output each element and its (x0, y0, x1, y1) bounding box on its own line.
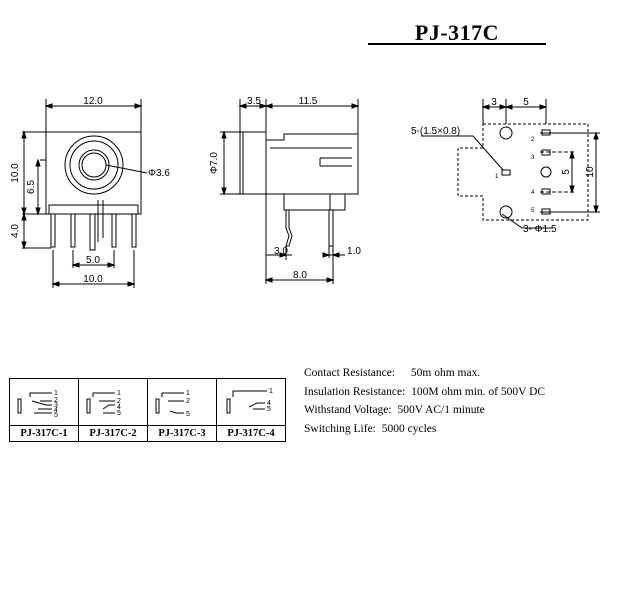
variant-2-pin-4: 4 (117, 404, 121, 411)
side-dim-nose-length: 3.5 (247, 96, 261, 107)
variant-2-pin-2: 2 (117, 398, 121, 405)
variant-3-pin-5: 5 (186, 411, 190, 418)
variant-2-pin-1: 1 (117, 390, 121, 397)
variant-4-pin-4: 4 (267, 400, 271, 407)
spec-label: Switching Life: (304, 422, 376, 435)
variant-3-schematic: 1 2 5 (147, 378, 217, 426)
spec-switching-life: Switching Life: 5000 cycles (304, 420, 545, 439)
variant-4-pin-1: 1 (269, 388, 273, 395)
pcb-pin-1: 1 (495, 174, 499, 180)
variant-4-label: PJ-317C-4 (216, 425, 286, 442)
spec-withstand-voltage: Withstand Voltage: 500V AC/1 minute (304, 401, 545, 420)
spec-value: 5000 cycles (381, 422, 437, 435)
variant-1-pin-3: 3 (54, 402, 58, 409)
front-dim-height-mid: 6.5 (26, 180, 37, 194)
spec-value: 500V AC/1 minute (397, 404, 485, 416)
pcb-dim-left: 3 (491, 97, 497, 108)
variant-2-pin-5: 5 (117, 410, 121, 417)
part-title: PJ-317C (414, 20, 500, 45)
specifications: Contact Resistance: 50m ohm max. Insulat… (304, 364, 545, 438)
spec-label: Withstand Voltage: (304, 404, 392, 416)
variant-3-label: PJ-317C-3 (147, 425, 217, 442)
pcb-dim-vertical-inner: 5 (561, 169, 572, 175)
side-dim-nose-dia: Φ7.0 (209, 152, 220, 174)
front-dim-pin-span: 5.0 (86, 255, 100, 266)
pcb-pin-4: 4 (531, 190, 535, 196)
pcb-pin-2: 2 (531, 137, 535, 143)
front-dim-height-total: 10.0 (10, 163, 21, 183)
variant-1-pin-4: 4 (54, 407, 58, 414)
pcb-pin-5: 5 (531, 208, 535, 214)
pcb-dim-right: 5 (523, 97, 529, 108)
variant-1-label: PJ-317C-1 (9, 425, 79, 442)
side-dim-pin-width: 1.0 (347, 246, 361, 257)
side-dim-body-length: 11.5 (299, 96, 318, 107)
variant-3-pin-2: 2 (186, 398, 190, 405)
spec-label: Insulation Resistance: (304, 385, 406, 398)
variant-table: 1 2 3 4 5 1 2 (9, 378, 286, 442)
variant-1-pin-1: 1 (54, 390, 58, 397)
pcb-dim-vertical-outer: 10 (585, 166, 596, 178)
pcb-dim-holes: 3- Φ1.5 (523, 224, 557, 235)
side-dim-pin-offset: 3.0 (274, 246, 288, 257)
pcb-layout-drawing (421, 99, 600, 229)
side-view-drawing (220, 99, 360, 284)
spec-contact-resistance: Contact Resistance: 50m ohm max. (304, 364, 545, 383)
variant-2-schematic: 1 2 4 5 (78, 378, 148, 426)
pcb-pin-3: 3 (531, 155, 535, 161)
front-dim-width-bottom: 10.0 (83, 274, 103, 285)
variant-1-pin-2: 2 (54, 397, 58, 404)
spec-value: 50m ohm max. (410, 367, 481, 379)
front-dim-pin-length: 4.0 (10, 224, 21, 238)
front-dim-width-top: 12.0 (83, 96, 103, 107)
spec-label: Contact Resistance: (304, 367, 396, 379)
spec-value: 100M ohm min. of 500V DC (411, 385, 546, 398)
variant-4-schematic: 1 4 5 (216, 378, 286, 426)
front-dim-hole-dia: Φ3.6 (148, 168, 170, 179)
variant-2-label: PJ-317C-2 (78, 425, 148, 442)
variant-3-pin-1: 1 (186, 390, 190, 397)
variant-1-schematic: 1 2 3 4 5 (9, 378, 79, 426)
spec-insulation-resistance: Insulation Resistance: 100M ohm min. of … (304, 383, 545, 402)
side-dim-pin-spacing: 8.0 (293, 270, 307, 281)
variant-4-pin-5: 5 (267, 406, 271, 413)
pcb-dim-slots: 5-(1.5×0.8) (411, 126, 460, 137)
title-underline (368, 43, 546, 45)
variant-1-pin-5: 5 (54, 412, 58, 419)
